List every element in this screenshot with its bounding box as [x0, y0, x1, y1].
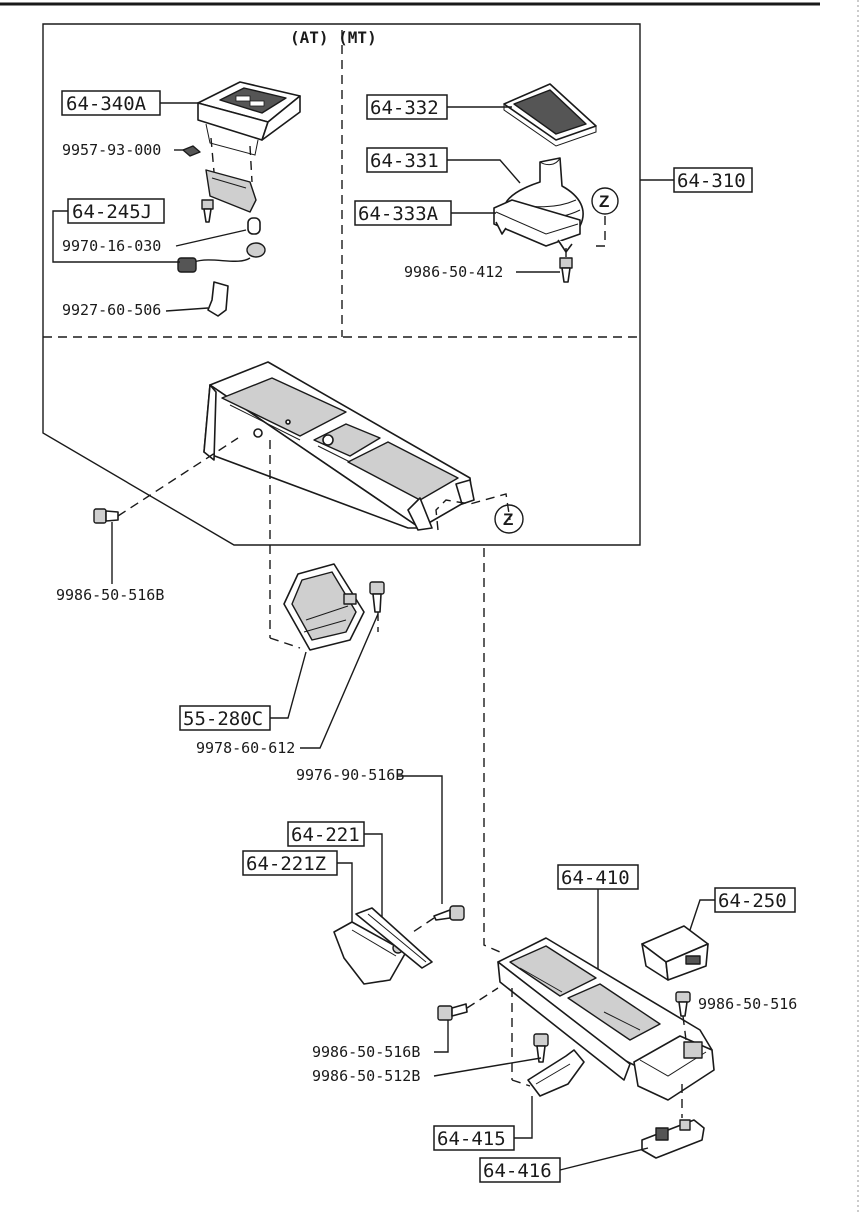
screw-small-upper — [201, 199, 214, 223]
label-9927-60-506: 9927-60-506 — [62, 301, 161, 319]
callout-64-340A: 64-340A — [66, 93, 147, 115]
label-9978-60-612: 9978-60-612 — [196, 739, 295, 757]
callout-64-250: 64-250 — [718, 890, 787, 912]
screw-9986-50-516B-upper — [93, 508, 119, 524]
bracket-55-280C — [283, 563, 365, 651]
screw-9986-50-516B-lower — [437, 1003, 468, 1021]
label-9976-90-516B: 9976-90-516B — [296, 766, 404, 784]
label-9957-93-000: 9957-93-000 — [62, 141, 161, 159]
shift-indicator-panel — [197, 81, 301, 156]
label-9986-50-516B-upper: 9986-50-516B — [56, 586, 164, 604]
callout-64-221Z: 64-221Z — [246, 853, 326, 875]
clip-9957 — [182, 145, 201, 157]
callout-64-221: 64-221 — [291, 824, 360, 846]
bulb-socket — [177, 217, 266, 273]
screw-9986-50-512B — [533, 1033, 549, 1063]
plate-64-416 — [641, 1119, 705, 1159]
label-9986-50-512B: 9986-50-512B — [312, 1067, 420, 1085]
label-9986-50-516: 9986-50-516 — [698, 995, 797, 1013]
callout-64-410: 64-410 — [561, 867, 630, 889]
shift-boot-plate — [503, 83, 597, 147]
screw-9978-60-612 — [369, 581, 385, 613]
callout-64-245J: 64-245J — [72, 201, 152, 223]
screw-9976-90-516B — [433, 905, 465, 921]
label-9970-16-030: 9970-16-030 — [62, 237, 161, 255]
z-marker-lower: Z — [503, 510, 513, 529]
assembly-outline — [42, 23, 641, 546]
callout-64-416: 64-416 — [483, 1160, 552, 1182]
indicator-bracket — [205, 169, 257, 213]
callout-64-331: 64-331 — [370, 150, 439, 172]
bracket-64-415 — [527, 1049, 585, 1097]
z-marker-upper: Z — [599, 192, 609, 211]
callout-64-415: 64-415 — [437, 1128, 506, 1150]
callout-64-333A: 64-333A — [358, 203, 439, 225]
screw-9986-50-516 — [675, 991, 691, 1017]
console-upper-body — [203, 361, 475, 531]
callout-55-280C: 55-280C — [183, 708, 263, 730]
callout-64-310: 64-310 — [677, 170, 746, 192]
z-marker-upper-circle — [591, 187, 619, 215]
clip-9927 — [207, 281, 229, 317]
callout-64-332: 64-332 — [370, 97, 439, 119]
label-9986-50-412: 9986-50-412 — [404, 263, 503, 281]
ashtray-64-250 — [641, 925, 709, 981]
screw-9986-50-412 — [559, 257, 573, 283]
console-lower-body — [497, 937, 715, 1101]
z-marker-lower-circle — [494, 504, 524, 534]
label-9986-50-516B-lower: 9986-50-516B — [312, 1043, 420, 1061]
variant-header: (AT) (MT) — [290, 28, 377, 47]
trim-64-221 — [355, 907, 433, 969]
